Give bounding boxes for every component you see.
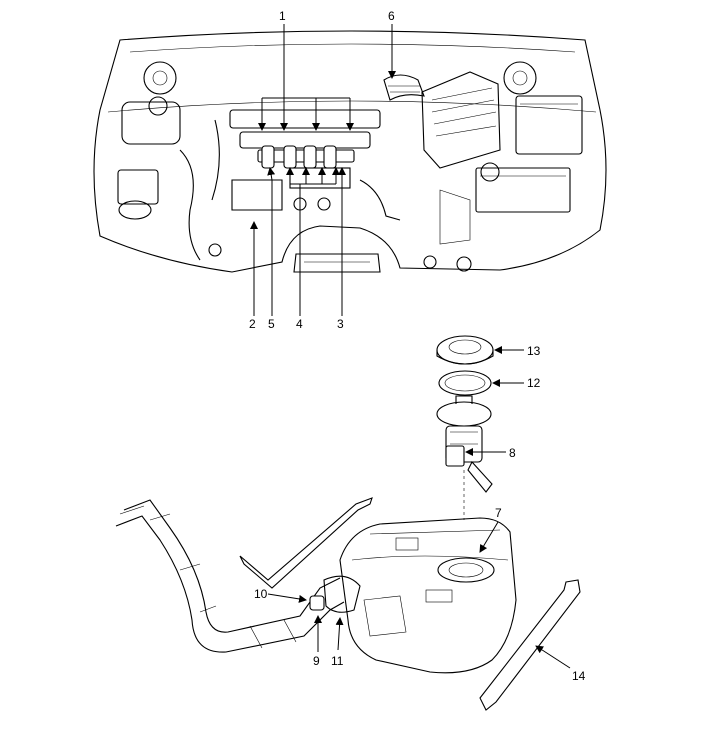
label-13: 13 <box>527 344 541 358</box>
label-1: 1 <box>279 9 286 23</box>
label-3: 3 <box>337 317 344 331</box>
engine-leaders <box>250 24 396 316</box>
label-6: 6 <box>388 9 395 23</box>
pump-leaders <box>465 346 524 456</box>
fuel-pump-assembly <box>436 335 494 520</box>
label-7: 7 <box>495 506 502 520</box>
label-2: 2 <box>249 317 256 331</box>
label-5: 5 <box>268 317 275 331</box>
label-12: 12 <box>527 376 541 390</box>
label-10: 10 <box>254 587 268 601</box>
engine-bay-illustration <box>93 30 607 273</box>
label-14: 14 <box>572 669 586 683</box>
label-9: 9 <box>313 654 320 668</box>
fuel-tank-illustration <box>115 497 581 711</box>
label-4: 4 <box>296 317 303 331</box>
part-labels: 1 6 2 5 4 3 13 12 8 7 10 9 11 14 <box>249 9 586 683</box>
label-8: 8 <box>509 446 516 460</box>
tank-leaders <box>267 521 571 669</box>
label-11: 11 <box>331 654 344 668</box>
